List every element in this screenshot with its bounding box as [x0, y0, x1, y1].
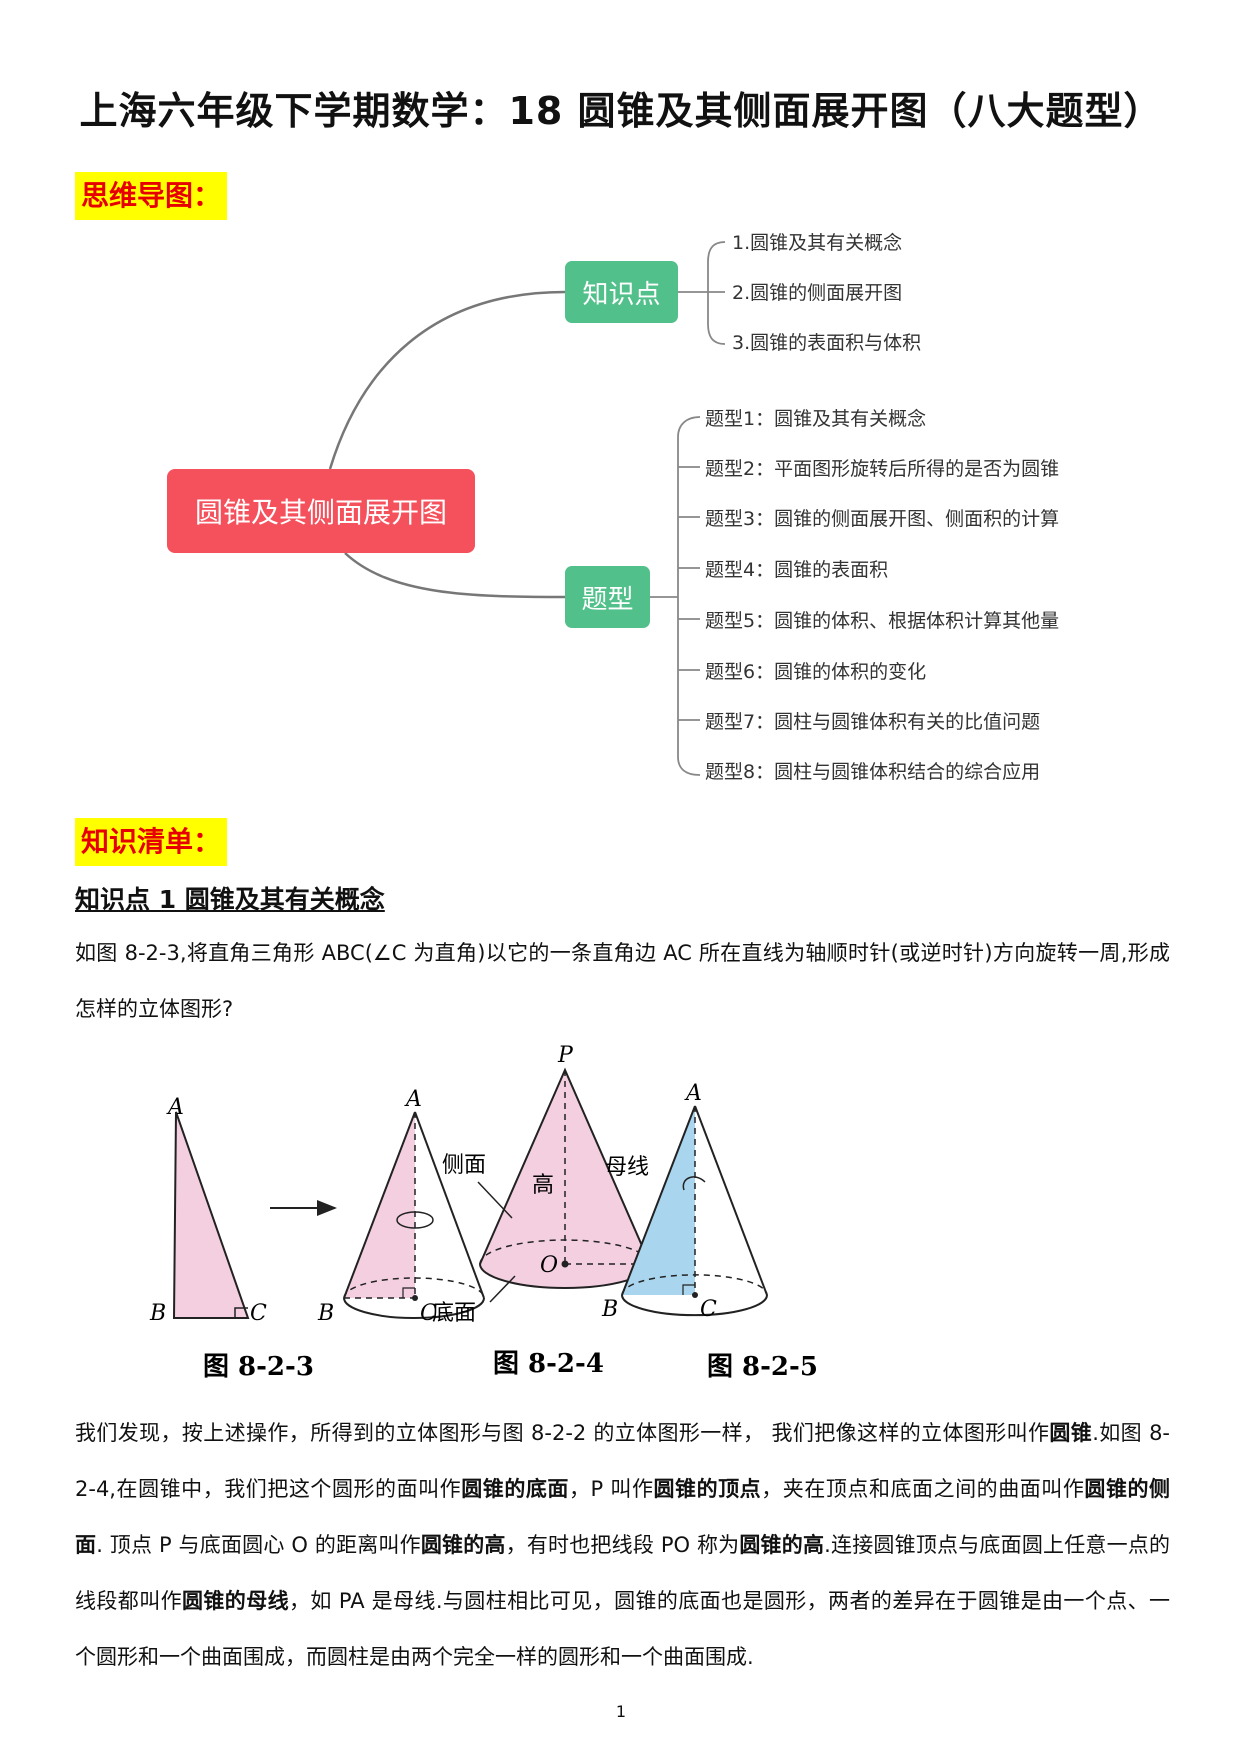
mind-map-leaf: 3.圆锥的表面积与体积 [732, 332, 922, 354]
body-text: ，夹在顶点和底面之间的曲面叫作 [761, 1477, 1085, 1501]
figure-caption: 图 8-2-5 [707, 1352, 818, 1382]
label-c: C [420, 1301, 437, 1326]
mind-map-root-node: 圆锥及其侧面展开图 [167, 469, 475, 553]
figure-8-2-5-cone [621, 1105, 768, 1317]
mind-map-leaf: 1.圆锥及其有关概念 [732, 232, 903, 254]
section-label-mindmap: 思维导图： [75, 172, 228, 220]
bold-term: 圆锥的母线 [182, 1589, 289, 1613]
intro-paragraph: 如图 8-2-3,将直角三角形 ABC(∠C 为直角)以它的一条直角边 AC 所… [75, 941, 1170, 1021]
label-o: O [540, 1253, 558, 1278]
mind-map-leaf: 题型5：圆锥的体积、根据体积计算其他量 [705, 610, 1060, 632]
mind-map-leaf: 题型4：圆锥的表面积 [705, 559, 889, 581]
body-text: . 顶点 P 与底面圆心 O 的距离叫作 [96, 1533, 421, 1557]
label-a: A [404, 1087, 422, 1112]
rotation-arrow-icon [396, 1211, 434, 1229]
body-text: .如图 8-2-4,在圆锥中，我们把这个圆形的面叫作 [75, 1421, 1171, 1501]
page-number: 1 [615, 1702, 627, 1721]
bracket-branch2-ticks [678, 466, 700, 721]
bold-term: 圆锥 [1049, 1421, 1093, 1445]
figure-8-2-3-triangle [172, 1111, 250, 1319]
mind-map-node-knowledge: 知识点 [565, 261, 678, 323]
mind-map-leaf: 题型6：圆锥的体积的变化 [705, 661, 927, 683]
mind-map-leaf: 题型7：圆柱与圆锥体积有关的比值问题 [705, 711, 1041, 733]
section-label-knowledge: 知识清单： [75, 818, 228, 866]
page-title: 上海六年级下学期数学：18 圆锥及其侧面展开图（八大题型） [79, 89, 1163, 133]
connector-root-branch1 [328, 290, 566, 470]
label-c: C [250, 1301, 267, 1326]
label-c: C [700, 1297, 717, 1322]
label-base: 底面 [432, 1301, 476, 1326]
figure-caption: 图 8-2-3 [203, 1352, 314, 1382]
knowledge-point-heading: 知识点 1 圆锥及其有关概念 [75, 885, 385, 914]
body-paragraph: 我们发现，按上述操作，所得到的立体图形与图 8-2-2 的立体图形一样， 我们把… [75, 1405, 1170, 1685]
label-b: B [317, 1301, 334, 1326]
body-text: .连接圆锥顶点与底面圆上任意一点的线段都叫作 [75, 1533, 1171, 1613]
label-height: 高 [532, 1173, 554, 1198]
bold-term: 圆锥的高 [420, 1533, 506, 1557]
mind-map-leaf: 题型1：圆锥及其有关概念 [705, 408, 927, 430]
bold-term: 圆锥的侧面 [75, 1477, 1171, 1557]
bracket-branch2 [650, 416, 701, 776]
label-a: A [166, 1095, 184, 1120]
label-lateral-surface: 侧面 [442, 1153, 486, 1178]
mind-map-leaf: 题型3：圆锥的侧面展开图、侧面积的计算 [705, 508, 1060, 530]
bold-term: 圆锥的顶点 [653, 1477, 762, 1501]
bold-term: 圆锥的高 [739, 1533, 825, 1557]
body-text: ，有时也把线段 PO 称为 [505, 1533, 740, 1557]
right-triangle-abc [172, 1111, 250, 1319]
figure-8-2-4-cone [477, 1067, 652, 1303]
figure-cone-rotation [343, 1111, 485, 1319]
rotation-arrow-icon [682, 1176, 706, 1191]
body-text: ，如 PA 是母线.与圆柱相比可见，圆锥的底面也是圆形，两者的差异在于圆锥是由一… [75, 1589, 1171, 1669]
label-generatrix: 母线 [605, 1155, 649, 1180]
figure-caption: 图 8-2-4 [493, 1349, 604, 1379]
mind-map-leaf: 2.圆锥的侧面展开图 [732, 282, 903, 304]
mind-map-connectors [328, 241, 726, 776]
mind-map-leaf: 题型2：平面图形旋转后所得的是否为圆锥 [705, 458, 1060, 480]
bold-term: 圆锥的底面 [461, 1477, 569, 1501]
bracket-branch1 [678, 241, 726, 345]
connector-root-branch2 [344, 552, 566, 599]
mind-map-leaf: 题型8：圆柱与圆锥体积结合的综合应用 [705, 761, 1041, 783]
label-a: A [684, 1081, 702, 1106]
label-b: B [149, 1301, 166, 1326]
label-b: B [601, 1297, 618, 1322]
body-text: ，P 叫作 [568, 1477, 654, 1501]
label-p: P [557, 1043, 574, 1068]
mind-map: 圆锥及其侧面展开图 知识点 题型 1.圆锥及其有关概念 2.圆锥的侧面展开图 3… [0, 220, 1242, 800]
body-text: 我们发现，按上述操作，所得到的立体图形与图 8-2-2 的立体图形一样， 我们把… [75, 1421, 1050, 1445]
cone-figures: A B C A B C P O A 侧面 高 母线 底面 [149, 1043, 818, 1382]
mind-map-node-question-types: 题型 [565, 566, 650, 628]
